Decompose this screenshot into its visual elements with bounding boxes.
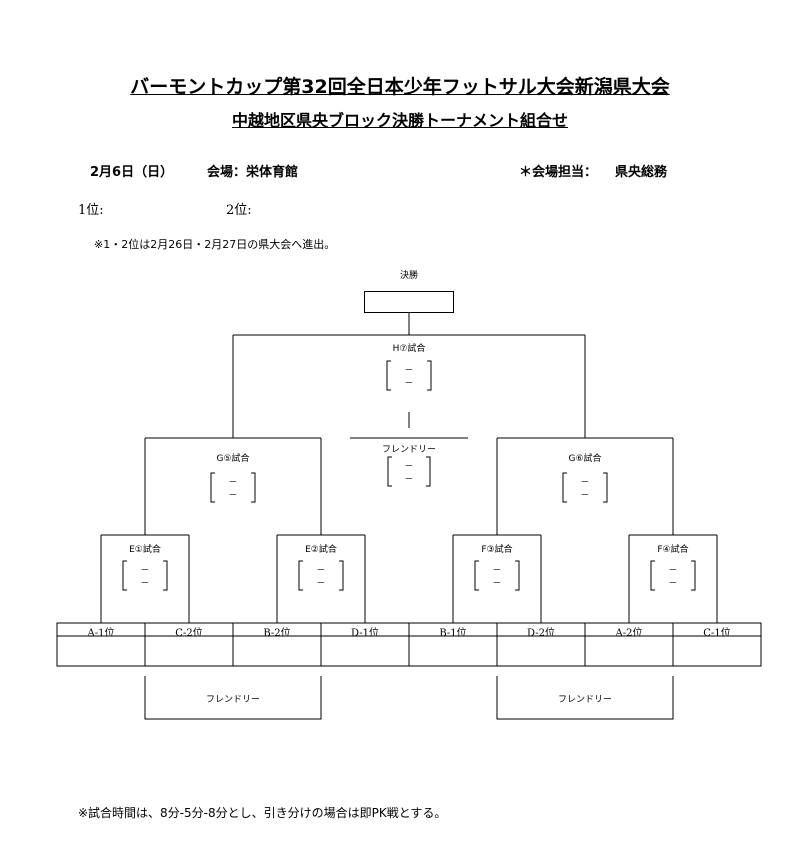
- advance-note: ※1・2位は2月26日・2月27日の県大会へ進出。: [94, 238, 336, 251]
- score-h7-top: －: [404, 366, 414, 376]
- score-f4-bottom: －: [668, 579, 678, 589]
- match-e2-label: E②試合: [305, 545, 337, 555]
- score-f3-top: －: [492, 566, 502, 576]
- match-g5-label: G⑤試合: [216, 454, 250, 464]
- team-slot-7: A-2位: [615, 628, 643, 639]
- score-g6-top: －: [580, 478, 590, 488]
- second-place-label: 2位:: [226, 203, 252, 218]
- team-slot-6: D-2位: [527, 628, 555, 639]
- team-slot-1: A-1位: [87, 628, 115, 639]
- match-rule-note: ※試合時間は、8分-5分-8分とし、引き分けの場合は即PK戦とする。: [78, 806, 447, 820]
- friendly-left-label: フレンドリー: [205, 695, 260, 705]
- venue-manager-label: ＊会場担当：: [519, 165, 598, 180]
- final-label: 決勝: [399, 271, 418, 281]
- team-slot-8: C-1位: [703, 628, 731, 639]
- score-e2-top: －: [316, 566, 326, 576]
- score-friendly-top: －: [404, 462, 414, 472]
- team-slot-5: B-1位: [439, 628, 467, 639]
- match-h7-label: H⑦試合: [392, 344, 426, 354]
- champion-box: [364, 291, 454, 313]
- match-f3-label: F③試合: [481, 545, 513, 555]
- score-e1-top: －: [140, 566, 150, 576]
- score-g5-bottom: －: [228, 491, 238, 501]
- team-slot-3: B-2位: [263, 628, 291, 639]
- match-g6-label: G⑥試合: [568, 454, 602, 464]
- team-slot-4: D-1位: [351, 628, 379, 639]
- friendly-center-label: フレンドリー: [381, 445, 436, 455]
- score-f4-top: －: [668, 566, 678, 576]
- event-venue: 会場：栄体育館: [207, 165, 299, 180]
- score-friendly-bottom: －: [404, 475, 414, 485]
- event-date: 2月6日（日）: [90, 165, 174, 180]
- score-e1-bottom: －: [140, 579, 150, 589]
- venue-manager-name: 県央総務: [615, 165, 668, 180]
- match-e1-label: E①試合: [129, 545, 161, 555]
- score-h7-bottom: －: [404, 379, 414, 389]
- page-subtitle: 中越地区県央ブロック決勝トーナメント組合せ: [231, 111, 568, 130]
- page-title: バーモントカップ第32回全日本少年フットサル大会新潟県大会: [130, 76, 670, 98]
- match-f4-label: F④試合: [657, 545, 689, 555]
- score-f3-bottom: －: [492, 579, 502, 589]
- score-g6-bottom: －: [580, 491, 590, 501]
- friendly-right-label: フレンドリー: [557, 695, 612, 705]
- team-slot-2: C-2位: [175, 628, 203, 639]
- score-g5-top: －: [228, 478, 238, 488]
- first-place-label: 1位:: [78, 203, 104, 218]
- score-e2-bottom: －: [316, 579, 326, 589]
